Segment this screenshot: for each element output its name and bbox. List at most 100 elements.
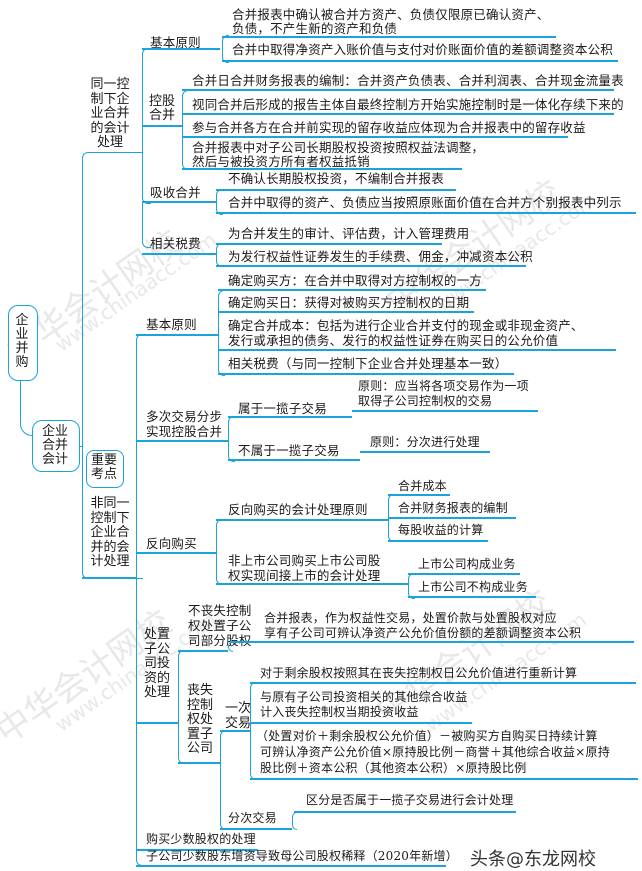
connector [220,730,227,830]
single-transaction-item: 对于剩余股权按照其在丧失控制权日公允价值进行重新计算 [260,666,578,680]
same-control-label: 同一控制下企业合并的会计处理 [90,77,130,150]
indirect-listing-label: 权实现间接上市的会计处理 [228,568,381,583]
root-label: 企业并购 [15,313,29,370]
underline [216,212,636,214]
holding-merger-label: 控股合并 [148,94,175,123]
underline [216,519,388,521]
minority-purchase-label: 购买少数股权的处理 [146,832,256,846]
reverse-principle-item: 每股收益的计算 [398,523,484,537]
single-transaction-item: 股比例＋资本公积（其他资本公积）×原持股比例 [260,761,527,775]
underline [408,596,536,598]
underline [178,762,220,764]
single-transaction-item: 计入丧失控制权当期投资收益 [260,705,419,719]
no-loss-control-label: 权处置子公 [188,618,252,633]
underline [222,36,556,38]
reverse-principle-label: 反向购买的会计处理原则 [228,502,368,517]
non-same-control-label: 非同一控制下企业合并的会计处理 [90,496,130,569]
underline [352,410,538,412]
holding-item: 然后与被投资方所有者权益抵销 [192,154,370,169]
underline [360,451,490,453]
non-basic-item: 相关税费（与同一控制下企业合并处理基本一致） [228,356,508,371]
footer-watermark: 头条@东龙网校 [470,849,596,870]
underline [136,865,446,867]
connector [142,201,151,248]
underline [136,552,216,554]
no-loss-control-text: 合并报表，作为权益性交易，处置价款与处置股权对应 [264,611,557,625]
loss-control-label: 丧失控制权处置子公司 [186,683,213,756]
underline [136,440,228,442]
indirect-listing-item: 上市公司不构成业务 [418,580,528,594]
underline [218,373,514,375]
disposal-label: 处置子公司投资的处理 [143,627,170,700]
connector [292,812,297,830]
connector [228,416,235,462]
non-package-principle: 原则：分次进行处理 [370,435,480,449]
underline [142,201,216,203]
single-transaction-item: 可辨认净资产公允价值×原持股比例－商誉＋其他综合收益×原持 [260,745,610,759]
underline [142,253,216,255]
package-principle: 原则：应当将各项交易作为一项 [358,379,529,393]
dilution-label: 子公司少数股东增资导致母公司股权稀释（2020年新增） [146,849,458,863]
underline [388,494,450,496]
related-fees-label: 相关税费 [150,236,201,251]
underline [216,189,456,191]
underline [178,650,228,652]
underline [218,289,486,291]
connector [79,446,83,447]
related-fees-item: 为合并发生的审计、评估费，计入管理费用 [228,226,470,241]
underline [388,540,488,542]
underline [136,722,178,724]
underline [228,416,352,418]
underline [142,48,220,50]
underline [82,577,137,579]
connector [178,650,185,764]
underline [250,682,636,684]
absorption-merger-label: 吸收合并 [150,185,201,200]
connector [20,380,33,436]
step-acquisition-label: 实现控股合并 [146,424,223,439]
underline [222,60,618,62]
holding-item: 参与合并各方在合并前实现的留存收益应体现为合并报表中的留存收益 [192,120,586,135]
underline [250,778,638,780]
holding-item: 合并日合并财务报表的编制：合并资产负债表、合并利润表、合并现金流量表 [192,73,624,88]
same-basic-item: 合并报表中确认被合并方资产、负债仅限原已确认资产、 [232,7,550,22]
connector [216,243,223,267]
single-transaction-item: （处置对价＋剩余股权公允价值）－被购买方自购买日持续计算 [256,729,598,743]
underline [218,311,474,313]
same-basic-item: 合并中取得净资产入账价值与支付对价账面价值的差额调整资本公积 [232,42,614,57]
underline [220,828,292,830]
underline [220,730,250,732]
same-basic-item: 负债，不产生新的资产和负债 [232,21,398,36]
holding-item: 视同合并后形成的报告主体自最终控制方开始实施控制时是一体化存续下来的 [192,97,624,112]
reverse-acquisition-label: 反向购买 [146,536,197,551]
single-transaction-label: 一次交易 [224,701,251,731]
multiple-transactions-text: 区分是否属于一揽子交易进行会计处理 [306,793,514,807]
connector [218,290,225,376]
indirect-listing-item: 上市公司构成业务 [418,557,516,571]
underline [230,641,634,643]
non-basic-item: 确定合并成本：包括为进行企业合并支付的现金或非现金资产、 [228,318,584,333]
package-principle: 取得子公司控制权的交易 [358,394,493,408]
key-point-badge [86,450,124,488]
underline [216,265,526,267]
connector [222,35,229,63]
level1-node [32,420,80,472]
key-point-label: 重要考点 [90,453,117,482]
same-basic-principle-label: 基本原则 [150,35,201,50]
underline [250,722,472,724]
multiple-transactions-label: 分次交易 [228,811,277,825]
no-loss-control-text: 享有子公司可辨认净资产公允价值份额的差额调整资本公积 [264,626,582,640]
level1-label: 企业合并会计 [41,424,68,467]
connector [136,334,143,866]
related-fees-item: 为发行权益性证券发生的手续费、佣金，冲减资本公积 [228,249,533,264]
underline [218,349,616,351]
underline [408,573,520,575]
root-node [8,305,38,381]
non-basic-item: 确定购买方：在合并中取得对方控制权的一方 [228,273,483,288]
no-loss-control-label: 司部分股权 [188,633,252,648]
underline [294,811,516,813]
no-loss-control-label: 不丧失控制 [188,603,252,618]
non-basic-principle-label: 基本原则 [146,317,197,332]
underline [136,849,258,851]
non-basic-item: 确定购买日：获得对被购买方控制权的日期 [228,295,470,310]
